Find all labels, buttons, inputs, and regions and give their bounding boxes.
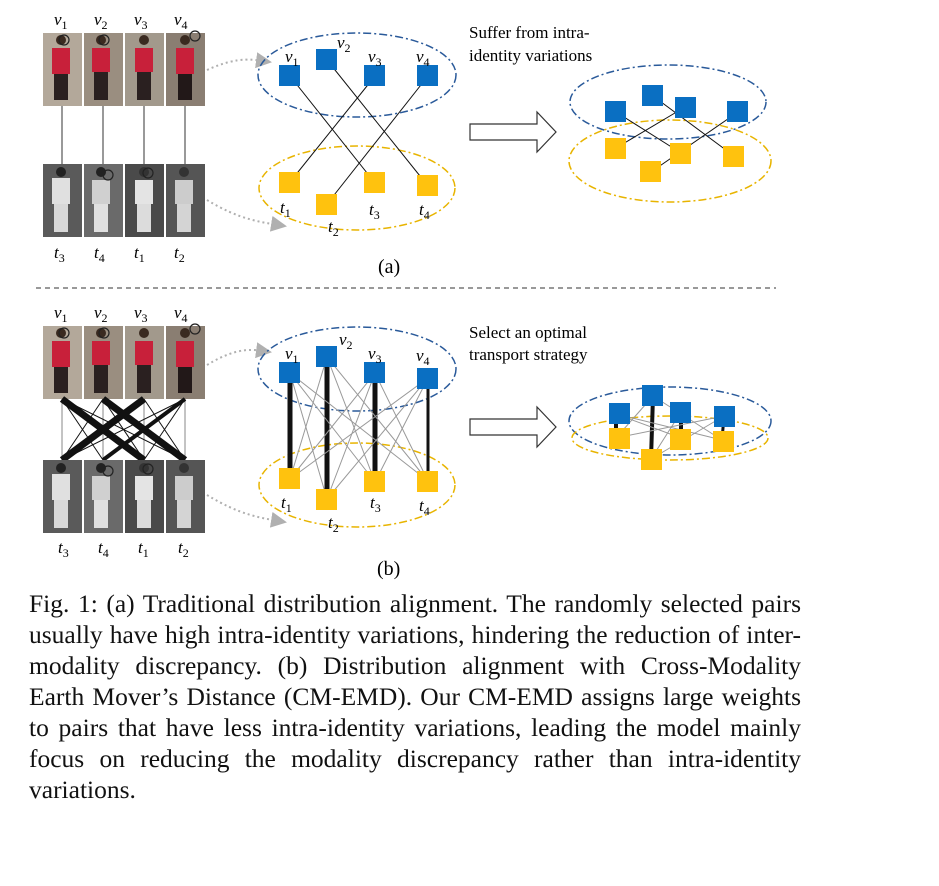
panel-a-bottom-labels: t3 t4 t1 t2 xyxy=(54,243,185,265)
svg-text:v3: v3 xyxy=(134,303,148,325)
panel-b-top-labels: v1 v2 v3 v4 xyxy=(54,303,188,325)
svg-text:v2: v2 xyxy=(94,303,108,325)
svg-text:t1: t1 xyxy=(281,493,292,515)
panel-a-note-line1: Suffer from intra- xyxy=(469,23,590,42)
svg-text:t4: t4 xyxy=(419,496,430,518)
svg-text:v4: v4 xyxy=(416,346,430,368)
svg-text:t3: t3 xyxy=(369,200,380,222)
svg-text:t4: t4 xyxy=(419,200,430,222)
svg-text:t2: t2 xyxy=(328,513,339,535)
svg-text:t3: t3 xyxy=(58,538,69,560)
photo-infrared-1 xyxy=(43,164,82,237)
hollow-arrow-a xyxy=(469,110,557,154)
label-t1: t1 xyxy=(134,243,145,265)
photo-infrared-3 xyxy=(125,164,164,237)
dotted-arrow-b-top xyxy=(206,342,272,366)
panel-b-label: (b) xyxy=(377,558,400,580)
svg-text:t3: t3 xyxy=(370,493,381,515)
panel-b-note-line2: transport strategy xyxy=(469,345,588,364)
caption-text: Fig. 1: (a) Traditional distribution ali… xyxy=(29,589,801,804)
svg-text:v2: v2 xyxy=(337,33,351,55)
svg-text:v4: v4 xyxy=(416,47,430,69)
photo-visible-2 xyxy=(84,33,123,106)
graph-edges-a xyxy=(289,59,429,205)
infrared-nodes-b xyxy=(279,468,438,510)
graph-edges-b xyxy=(287,354,430,502)
svg-text:v3: v3 xyxy=(368,47,382,69)
visible-photos-a xyxy=(43,30,205,106)
svg-text:t2: t2 xyxy=(178,538,189,560)
infrared-ellipse-b xyxy=(258,442,456,528)
infrared-nodes-a xyxy=(279,172,438,215)
label-v3: v3 xyxy=(134,10,148,32)
visible-ellipse-b xyxy=(257,326,457,412)
panel-a-note-line2: identity variations xyxy=(469,46,592,65)
dotted-arrow-b-bottom xyxy=(206,494,287,528)
graph-labels-b: v1 v2 v3 v4 t1 t2 t3 t4 xyxy=(281,330,430,535)
infrared-ellipse-a-result xyxy=(568,119,772,203)
photo-visible-1 xyxy=(43,33,82,106)
label-v2: v2 xyxy=(94,10,108,32)
svg-text:v1: v1 xyxy=(54,303,68,325)
hollow-arrow-b xyxy=(469,405,557,449)
graph-labels-a: v1 v2 v3 v4 t1 t2 t3 t4 xyxy=(280,33,430,239)
panel-a: v1 v2 v3 v4 t3 t4 xyxy=(43,10,772,278)
result-visible-nodes-a xyxy=(605,85,748,122)
label-t4: t4 xyxy=(94,243,105,265)
svg-text:t1: t1 xyxy=(138,538,149,560)
panel-b: v1 v2 v3 v4 xyxy=(43,303,772,580)
dotted-arrow-a-bottom xyxy=(206,199,287,232)
svg-text:t4: t4 xyxy=(98,538,109,560)
infrared-photos-a xyxy=(43,164,205,237)
panel-a-label: (a) xyxy=(378,256,400,278)
result-visible-nodes-b xyxy=(609,385,735,427)
svg-text:v3: v3 xyxy=(368,344,382,366)
label-t3: t3 xyxy=(54,243,65,265)
dotted-arrow-a-top xyxy=(206,52,272,71)
svg-text:t1: t1 xyxy=(280,198,291,220)
result-infrared-nodes-a xyxy=(605,138,744,182)
svg-text:v2: v2 xyxy=(339,330,353,352)
visible-ellipse-b-result xyxy=(568,386,772,456)
result-infrared-nodes-b xyxy=(609,428,734,470)
visible-nodes-a xyxy=(279,49,438,86)
panel-b-note-line1: Select an optimal xyxy=(469,323,587,342)
svg-text:v1: v1 xyxy=(285,344,299,366)
visible-photos-b xyxy=(43,323,205,399)
visible-ellipse-a xyxy=(257,32,457,118)
svg-text:t2: t2 xyxy=(328,217,339,239)
photo-infrared-2 xyxy=(84,164,123,237)
svg-text:v4: v4 xyxy=(174,303,188,325)
photo-infrared-4 xyxy=(166,164,205,237)
panel-a-top-labels: v1 v2 v3 v4 xyxy=(54,10,188,32)
label-v4: v4 xyxy=(174,10,188,32)
photo-visible-4 xyxy=(166,30,205,106)
visible-ellipse-a-result xyxy=(569,64,767,140)
photo-visible-3 xyxy=(125,33,164,106)
infrared-photos-b xyxy=(43,460,205,533)
figure-caption: Fig. 1: (a) Traditional distribution ali… xyxy=(29,588,801,805)
visible-nodes-b xyxy=(279,346,438,389)
infrared-ellipse-a xyxy=(258,145,456,231)
panel-b-bottom-labels: t3 t4 t1 t2 xyxy=(58,538,189,560)
svg-text:v1: v1 xyxy=(285,47,299,69)
pair-lines-b xyxy=(59,396,188,463)
label-t2: t2 xyxy=(174,243,185,265)
pair-lines-a xyxy=(61,106,186,164)
label-v1: v1 xyxy=(54,10,68,32)
